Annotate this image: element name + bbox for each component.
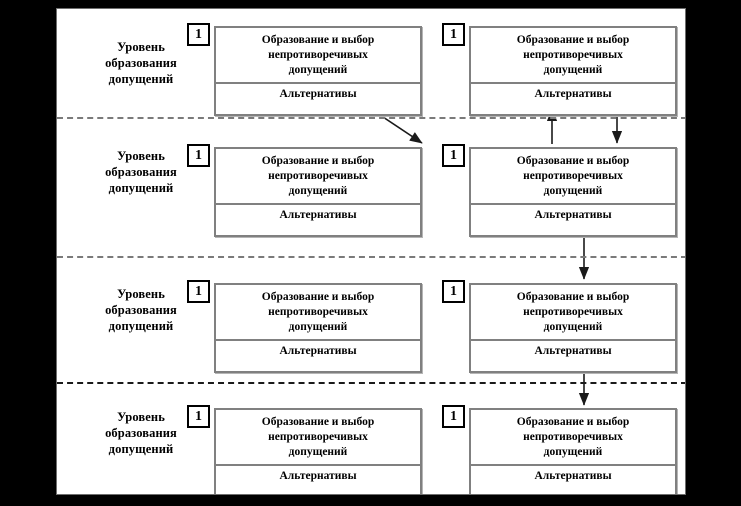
- lane1-box-left-title-line3: допущений: [288, 63, 348, 76]
- lane3-box-left-title-line2: непротиворечивых: [268, 305, 368, 318]
- lane4-box-left-title: Образование и выбор непротиворечивых доп…: [216, 410, 420, 466]
- lane2-box-left-title-line1: Образование и выбор: [261, 154, 375, 167]
- lane-label-3-line1: Уровень: [117, 287, 165, 301]
- lane2-box-right-title-line2: непротиворечивых: [523, 169, 623, 182]
- lane2-box-right-alternatives: Альтернативы: [534, 209, 612, 221]
- lane3-box-right-title-line2: непротиворечивых: [523, 305, 623, 318]
- lane3-box-right[interactable]: Образование и выбор непротиворечивых доп…: [469, 283, 677, 373]
- lane1-box-right-title-line3: допущений: [543, 63, 603, 76]
- lane2-box-left-badge[interactable]: 1: [187, 144, 210, 167]
- lane1-box-right-title: Образование и выбор непротиворечивых доп…: [471, 28, 675, 84]
- lane3-box-left-title: Образование и выбор непротиворечивых доп…: [216, 285, 420, 341]
- lane1-box-left-alternatives: Альтернативы: [279, 88, 357, 100]
- lane3-box-left-filler: [216, 361, 420, 371]
- lane4-box-right-badge[interactable]: 1: [442, 405, 465, 428]
- lane4-box-left[interactable]: Образование и выбор непротиворечивых доп…: [214, 408, 422, 494]
- lane3-box-left[interactable]: Образование и выбор непротиворечивых доп…: [214, 283, 422, 373]
- lane-label-2-line1: Уровень: [117, 149, 165, 163]
- lane-divider-1: [57, 117, 685, 119]
- lane4-box-left-alternatives: Альтернативы: [279, 470, 357, 482]
- lane-label-1-line3: допущений: [108, 72, 174, 86]
- lane1-box-left-filler: [216, 104, 420, 114]
- diagram-canvas: Уровень образования допущений 1 Образова…: [56, 8, 686, 495]
- lane1-box-left-title-line1: Образование и выбор: [261, 33, 375, 46]
- lane3-box-right-title: Образование и выбор непротиворечивых доп…: [471, 285, 675, 341]
- lane4-box-right-title-line1: Образование и выбор: [516, 415, 630, 428]
- lane2-box-right-title-line3: допущений: [543, 184, 603, 197]
- lane-label-3-line3: допущений: [108, 319, 174, 333]
- lane2-box-left-title-line2: непротиворечивых: [268, 169, 368, 182]
- lane-label-1-line2: образования: [105, 56, 177, 70]
- lane-label-3-line2: образования: [105, 303, 177, 317]
- lane3-box-right-badge[interactable]: 1: [442, 280, 465, 303]
- lane4-box-left-title-line3: допущений: [288, 445, 348, 458]
- lane1-box-right[interactable]: Образование и выбор непротиворечивых доп…: [469, 26, 677, 116]
- lane2-box-left-title-line3: допущений: [288, 184, 348, 197]
- lane-label-3: Уровень образования допущений: [71, 286, 211, 334]
- lane3-box-left-badge[interactable]: 1: [187, 280, 210, 303]
- lane2-box-right[interactable]: Образование и выбор непротиворечивых доп…: [469, 147, 677, 237]
- lane3-box-left-alternatives: Альтернативы: [279, 345, 357, 357]
- lane-label-4: Уровень образования допущений: [71, 409, 211, 457]
- lane2-box-left[interactable]: Образование и выбор непротиворечивых доп…: [214, 147, 422, 237]
- lane2-box-right-title-line1: Образование и выбор: [516, 154, 630, 167]
- lane4-box-left-badge[interactable]: 1: [187, 405, 210, 428]
- lane4-box-left-filler: [216, 486, 420, 494]
- lane2-box-left-alternatives: Альтернативы: [279, 209, 357, 221]
- lane2-box-right-title: Образование и выбор непротиворечивых доп…: [471, 149, 675, 205]
- lane-label-2-line2: образования: [105, 165, 177, 179]
- lane4-box-right-filler: [471, 486, 675, 494]
- lane2-box-right-badge[interactable]: 1: [442, 144, 465, 167]
- lane4-box-right[interactable]: Образование и выбор непротиворечивых доп…: [469, 408, 677, 494]
- lane1-box-left-title: Образование и выбор непротиворечивых доп…: [216, 28, 420, 84]
- lane-label-4-line2: образования: [105, 426, 177, 440]
- lane4-box-left-title-line1: Образование и выбор: [261, 415, 375, 428]
- lane-label-4-line1: Уровень: [117, 410, 165, 424]
- lane2-box-left-title: Образование и выбор непротиворечивых доп…: [216, 149, 420, 205]
- lane1-box-right-alternatives: Альтернативы: [534, 88, 612, 100]
- lane4-box-left-title-line2: непротиворечивых: [268, 430, 368, 443]
- lane3-box-left-title-line3: допущений: [288, 320, 348, 333]
- lane1-box-left-title-line2: непротиворечивых: [268, 48, 368, 61]
- lane-label-2: Уровень образования допущений: [71, 148, 211, 196]
- lane4-box-right-title: Образование и выбор непротиворечивых доп…: [471, 410, 675, 466]
- lane4-box-right-title-line3: допущений: [543, 445, 603, 458]
- lane4-box-right-title-line2: непротиворечивых: [523, 430, 623, 443]
- lane3-box-right-title-line1: Образование и выбор: [516, 290, 630, 303]
- lane1-box-right-filler: [471, 104, 675, 114]
- lane-label-1: Уровень образования допущений: [71, 39, 211, 87]
- lane2-box-right-filler: [471, 225, 675, 235]
- lane3-box-left-title-line1: Образование и выбор: [261, 290, 375, 303]
- lane1-box-left[interactable]: Образование и выбор непротиворечивых доп…: [214, 26, 422, 116]
- lane-divider-2: [57, 256, 685, 258]
- lane1-box-right-title-line2: непротиворечивых: [523, 48, 623, 61]
- lane1-box-right-title-line1: Образование и выбор: [516, 33, 630, 46]
- lane-label-1-line1: Уровень: [117, 40, 165, 54]
- lane-label-4-line3: допущений: [108, 442, 174, 456]
- lane4-box-right-alternatives: Альтернативы: [534, 470, 612, 482]
- lane1-box-right-badge[interactable]: 1: [442, 23, 465, 46]
- lane3-box-right-alternatives: Альтернативы: [534, 345, 612, 357]
- lane-divider-3: [57, 382, 685, 384]
- lane1-box-left-badge[interactable]: 1: [187, 23, 210, 46]
- lane-label-2-line3: допущений: [108, 181, 174, 195]
- lane3-box-right-filler: [471, 361, 675, 371]
- lane3-box-right-title-line3: допущений: [543, 320, 603, 333]
- lane2-box-left-filler: [216, 225, 420, 235]
